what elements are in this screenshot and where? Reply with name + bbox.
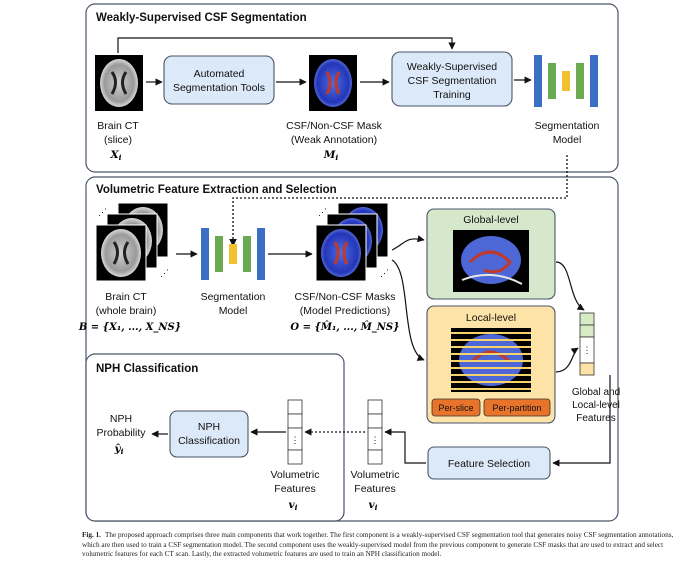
nph-probability-label-1: NPH xyxy=(110,413,132,425)
segmentation-model-label-2: Model xyxy=(553,134,582,146)
svg-text:⋮: ⋮ xyxy=(371,435,380,445)
per-partition-button xyxy=(483,398,551,417)
pipeline-diagram: Weakly-Supervised CSF Segmentation Volum… xyxy=(78,3,620,522)
caption-label: Fig. 1. xyxy=(82,531,101,539)
per-partition-label: Per-partition xyxy=(492,403,541,413)
features-label-1: Global and xyxy=(572,387,620,398)
brain-ct-slice-image xyxy=(95,55,143,111)
per-slice-button xyxy=(431,398,481,417)
global-level-3d-image xyxy=(453,230,529,292)
svg-text:⋰: ⋰ xyxy=(318,207,327,217)
panel2-arrows xyxy=(176,235,611,467)
volumetric-features-symbol: vi xyxy=(369,499,378,512)
training-label-1: Weakly-Supervised xyxy=(407,61,497,73)
global-local-feature-vector: ⋮ xyxy=(579,312,595,376)
local-level-partition-image xyxy=(451,328,531,392)
segmentation-model-2-label-2: Model xyxy=(219,305,248,317)
nph-volumetric-features-label-1: Volumetric xyxy=(270,469,319,481)
weakly-supervised-training-box xyxy=(391,51,513,107)
weak-mask-sublabel: (Weak Annotation) xyxy=(291,134,377,146)
figure-caption: Fig. 1.The proposed approach comprises t… xyxy=(82,531,682,560)
automated-tools-label-1: Automated xyxy=(194,68,245,80)
nph-classification-label-2: Classification xyxy=(178,435,240,447)
automated-segmentation-tools-box xyxy=(163,55,275,105)
panel-nph-title: NPH Classification xyxy=(96,363,198,375)
weak-mask-image xyxy=(309,55,357,111)
brain-ct-slice-label: Brain CT xyxy=(97,120,139,132)
svg-text:⋰: ⋰ xyxy=(380,268,389,278)
nph-probability-symbol: ŷi xyxy=(114,442,124,456)
volumetric-features-label-2: Features xyxy=(354,483,395,495)
panel-volumetric-title: Volumetric Feature Extraction and Select… xyxy=(96,184,337,196)
feature-selection-label: Feature Selection xyxy=(448,458,530,470)
svg-text:⋰: ⋰ xyxy=(160,268,169,278)
svg-text:⋰: ⋰ xyxy=(98,207,107,217)
model-transfer-dotted-arrow xyxy=(229,155,568,247)
panel3-arrows xyxy=(151,428,365,438)
svg-text:⋮: ⋮ xyxy=(583,345,592,355)
features-label-2: Local-level xyxy=(572,400,620,411)
segmentation-model-icon xyxy=(534,55,598,107)
csf-masks-volume-image: ⋰ ⋰ xyxy=(315,202,389,282)
brain-ct-slice-symbol: Xi xyxy=(109,149,121,162)
nph-classification-label-1: NPH xyxy=(198,421,220,433)
features-label-3: Features xyxy=(576,413,615,424)
global-level-title: Global-level xyxy=(463,214,518,226)
per-slice-label: Per-slice xyxy=(438,403,473,413)
panel1-arrows xyxy=(117,37,532,86)
training-label-2: CSF Segmentation xyxy=(408,75,497,87)
nph-volumetric-feature-vector: ⋮ xyxy=(287,399,303,465)
csf-masks-sublabel: (Model Predictions) xyxy=(300,305,390,317)
automated-tools-label-2: Segmentation Tools xyxy=(173,82,265,94)
volumetric-features-label-1: Volumetric xyxy=(350,469,399,481)
weak-mask-symbol: Mi xyxy=(323,149,339,162)
nph-probability-label-2: Probability xyxy=(96,427,146,439)
local-level-title: Local-level xyxy=(466,312,516,324)
segmentation-model-2-label-1: Segmentation xyxy=(201,291,266,303)
nph-volumetric-features-symbol: vi xyxy=(289,499,298,512)
feature-selection-box xyxy=(427,446,551,480)
brain-ct-slice-sublabel: (slice) xyxy=(104,134,132,146)
panel-weak-title: Weakly-Supervised CSF Segmentation xyxy=(96,12,307,24)
brain-ct-volume-image: ⋰ ⋰ xyxy=(95,202,169,282)
segmentation-model-icon-2 xyxy=(201,228,265,280)
nph-volumetric-features-label-2: Features xyxy=(274,483,315,495)
csf-masks-formula: O = {M̂₁, ..., M̂_NS} xyxy=(290,321,399,333)
weak-mask-label: CSF/Non-CSF Mask xyxy=(286,120,382,132)
nph-classification-box xyxy=(169,410,249,458)
brain-ct-volume-sublabel: (whole brain) xyxy=(96,305,157,317)
caption-text: The proposed approach comprises three ma… xyxy=(82,531,674,558)
volumetric-feature-vector: ⋮ xyxy=(367,399,383,465)
segmentation-model-label-1: Segmentation xyxy=(535,120,600,132)
csf-masks-label: CSF/Non-CSF Masks xyxy=(295,291,396,303)
brain-ct-volume-label: Brain CT xyxy=(105,291,147,303)
brain-ct-volume-formula: B = {X₁, ..., X_NS} xyxy=(78,322,181,333)
svg-text:⋮: ⋮ xyxy=(291,435,300,445)
training-label-3: Training xyxy=(433,89,471,101)
